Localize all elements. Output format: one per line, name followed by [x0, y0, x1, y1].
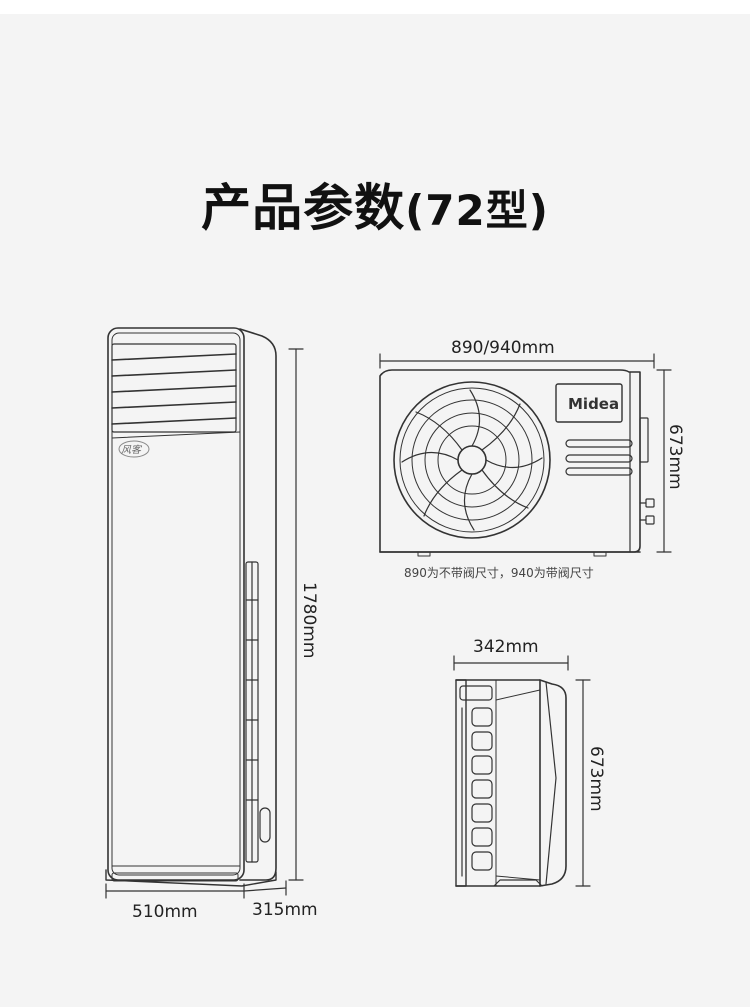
- outdoor-front-unit: Midea: [379, 369, 655, 557]
- indoor-front-body: [107, 327, 245, 881]
- indoor-height-label: 1780mm: [299, 582, 319, 658]
- side-grille: [245, 561, 259, 863]
- side-height-label: 673mm: [586, 746, 606, 812]
- service-valves: [639, 417, 655, 525]
- indoor-height-dimension: [288, 348, 304, 881]
- outdoor-width-dimension: [379, 353, 655, 369]
- title-model: (72型): [405, 186, 549, 235]
- fan-grille-icon: [393, 381, 551, 539]
- side-depth-label: 342mm: [473, 637, 539, 657]
- outdoor-height-dimension: [656, 369, 672, 553]
- valve-size-note: 890为不带阀尺寸，940为带阀尺寸: [404, 566, 594, 580]
- indoor-depth-label: 315mm: [252, 900, 318, 920]
- outdoor-width-label: 890/940mm: [451, 338, 555, 358]
- panel-logo-text: 风客: [121, 444, 143, 456]
- outdoor-height-label: 673mm: [665, 424, 685, 490]
- side-height-dimension: [575, 679, 591, 887]
- side-handle: [259, 807, 271, 843]
- title-main: 产品参数: [201, 179, 406, 237]
- outdoor-brand: Midea: [568, 395, 619, 413]
- wind-logo-icon: 风客: [118, 440, 150, 458]
- indoor-louvers: [111, 343, 237, 433]
- side-fins: [461, 707, 493, 877]
- midea-logo-icon: [555, 383, 623, 423]
- outdoor-vents: [565, 439, 633, 476]
- outdoor-side-unit: [455, 679, 567, 887]
- top-strip: [0, 0, 750, 14]
- indoor-width-label: 510mm: [132, 902, 198, 922]
- indoor-width-dimension: [105, 880, 287, 899]
- page-title: 产品参数(72型): [0, 168, 750, 240]
- indoor-unit: 风客: [105, 327, 277, 887]
- side-depth-dimension: [453, 655, 569, 671]
- indoor-front-inner: [111, 332, 241, 876]
- indoor-base: [105, 869, 277, 887]
- indoor-side-panel: [239, 328, 277, 881]
